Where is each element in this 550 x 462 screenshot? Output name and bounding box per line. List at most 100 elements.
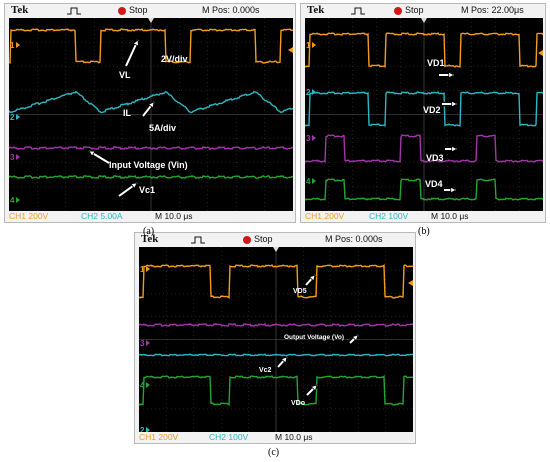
ch1-right-marker — [408, 280, 413, 286]
series-il — [9, 90, 293, 114]
series-vc2 — [139, 353, 413, 357]
stop-icon — [118, 7, 126, 15]
vo-arrow-head — [351, 334, 359, 342]
ch1-marker: 1 — [10, 41, 15, 50]
series-vdo — [139, 374, 413, 407]
label-scale2: 5A/div — [149, 123, 176, 133]
ch1-marker-pointer — [146, 266, 150, 272]
trigger-pulse-icon — [67, 7, 81, 15]
brand-logo: Tek — [11, 4, 29, 16]
ch4-marker: 4 — [306, 177, 311, 186]
trigger-pointer — [421, 18, 427, 23]
ch2-setting: CH2 5.00A — [81, 211, 123, 221]
ch1-right-marker — [538, 50, 543, 56]
m-pos-readout: M Pos: 0.000s — [325, 234, 383, 244]
label-vd3: VD3 — [426, 153, 444, 163]
vd4-arrow-head — [450, 186, 457, 194]
caption-c: (c) — [268, 447, 280, 458]
series-vl — [9, 28, 293, 65]
status-label: Stop — [254, 234, 273, 244]
label-vc2: Vc2 — [259, 367, 272, 374]
scope-header: Tek Stop M Pos: 0.000s — [5, 4, 295, 18]
series-vd3 — [305, 134, 543, 163]
caption-b: (b) — [418, 226, 430, 237]
label-vdo: VDo — [291, 400, 305, 407]
m-pos-readout: M Pos: 0.000s — [202, 5, 260, 15]
series-vd5 — [139, 263, 413, 300]
status-label: Stop — [129, 5, 148, 15]
trigger-pulse-icon — [191, 236, 205, 244]
ch1-setting: CH1 200V — [9, 211, 49, 221]
label-vin: Input Voltage (Vin) — [109, 160, 188, 170]
vdo-arrow-head — [310, 384, 318, 392]
ch4-marker: 4 — [140, 381, 145, 390]
ch2-setting: CH2 100V — [209, 432, 249, 442]
series-vd4 — [305, 178, 543, 201]
trigger-pointer — [148, 18, 154, 23]
vd2-arrow-head — [451, 100, 458, 108]
ch4-marker-pointer — [16, 197, 20, 203]
scope-header: Tek Stop M Pos: 22.00μs — [301, 4, 545, 18]
label-vd4: VD4 — [425, 179, 443, 189]
vin-arrow-head — [88, 150, 96, 157]
vc1-arrow-head — [130, 182, 138, 190]
brand-logo: Tek — [141, 233, 159, 245]
ch4-marker-pointer — [146, 382, 150, 388]
ch1-setting: CH1 200V — [305, 211, 345, 221]
label-vd1: VD1 — [427, 58, 445, 68]
stop-icon — [394, 7, 402, 15]
scope-footer: CH1 200V CH2 100V M 10.0 μs — [301, 210, 545, 222]
ch2-marker: 2 — [10, 113, 15, 122]
ch3-marker: 3 — [140, 339, 145, 348]
ch1-marker-pointer — [312, 42, 316, 48]
label-vd2: VD2 — [423, 105, 441, 115]
ch3-marker: 3 — [306, 134, 311, 143]
time-setting: M 10.0 μs — [155, 211, 193, 221]
ch1-marker-pointer — [16, 42, 20, 48]
vd5-arrow-head — [308, 274, 316, 282]
ch2-marker: 2 — [140, 426, 145, 432]
ch1-right-marker — [288, 47, 293, 53]
series-vd2 — [305, 91, 543, 127]
vc2-arrow-head — [280, 356, 288, 364]
label-scale1: 2V/div — [161, 54, 188, 64]
ch3-marker-pointer — [312, 135, 316, 141]
label-vd5: VD5 — [293, 288, 307, 295]
m-pos-readout: M Pos: 22.00μs — [461, 5, 524, 15]
vd3-arrow-head — [451, 145, 458, 153]
il-arrow-head — [147, 101, 155, 109]
ch2-marker: 2 — [306, 88, 311, 97]
ch3-marker: 3 — [10, 153, 15, 162]
ch3-marker-pointer — [146, 340, 150, 346]
series-vo — [139, 322, 413, 328]
series-vd1 — [305, 32, 543, 68]
ch3-marker-pointer — [16, 154, 20, 160]
caption-a: (a) — [143, 226, 155, 237]
label-il: IL — [123, 108, 132, 118]
ch2-marker-pointer — [16, 114, 20, 120]
series-vin — [9, 145, 293, 151]
stop-icon — [243, 236, 251, 244]
ch2-marker-pointer — [312, 89, 316, 95]
ch1-setting: CH1 200V — [139, 432, 179, 442]
ch2-marker-pointer — [146, 427, 150, 432]
label-vl: VL — [119, 70, 131, 80]
series-vc1 — [9, 174, 293, 180]
brand-logo: Tek — [307, 4, 325, 16]
trigger-pulse-icon — [351, 7, 365, 15]
label-vo: Output Voltage (Vo) — [284, 334, 344, 341]
ch4-marker: 4 — [10, 196, 15, 205]
vd1-arrow-head — [448, 71, 455, 79]
status-label: Stop — [405, 5, 424, 15]
time-setting: M 10.0 μs — [275, 432, 313, 442]
ch1-marker: 1 — [306, 41, 311, 50]
scope-footer: CH1 200V CH2 100V M 10.0 μs — [135, 431, 415, 443]
